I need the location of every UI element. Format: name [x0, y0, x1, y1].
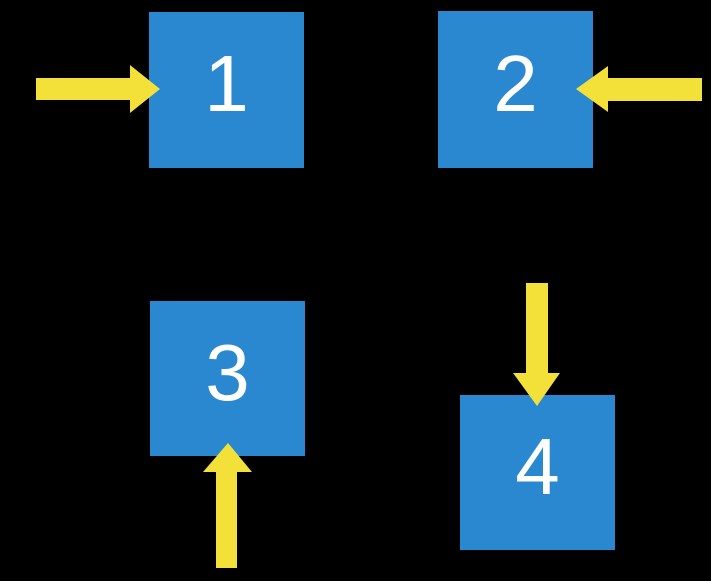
square-3-label: 3	[205, 327, 250, 417]
square-1: 1	[149, 12, 304, 168]
block-arrow-down-at-square-4	[513, 283, 560, 406]
square-2: 2	[438, 11, 593, 168]
square-4-label: 4	[515, 421, 560, 511]
block-arrow-up-at-square-3	[203, 443, 252, 568]
square-3: 3	[150, 301, 305, 456]
square-2-label: 2	[493, 38, 538, 128]
block-arrow-right-at-square-1	[36, 65, 160, 113]
square-4: 4	[460, 395, 615, 550]
block-arrow-left-at-square-2	[576, 66, 702, 112]
square-1-label: 1	[204, 39, 249, 128]
